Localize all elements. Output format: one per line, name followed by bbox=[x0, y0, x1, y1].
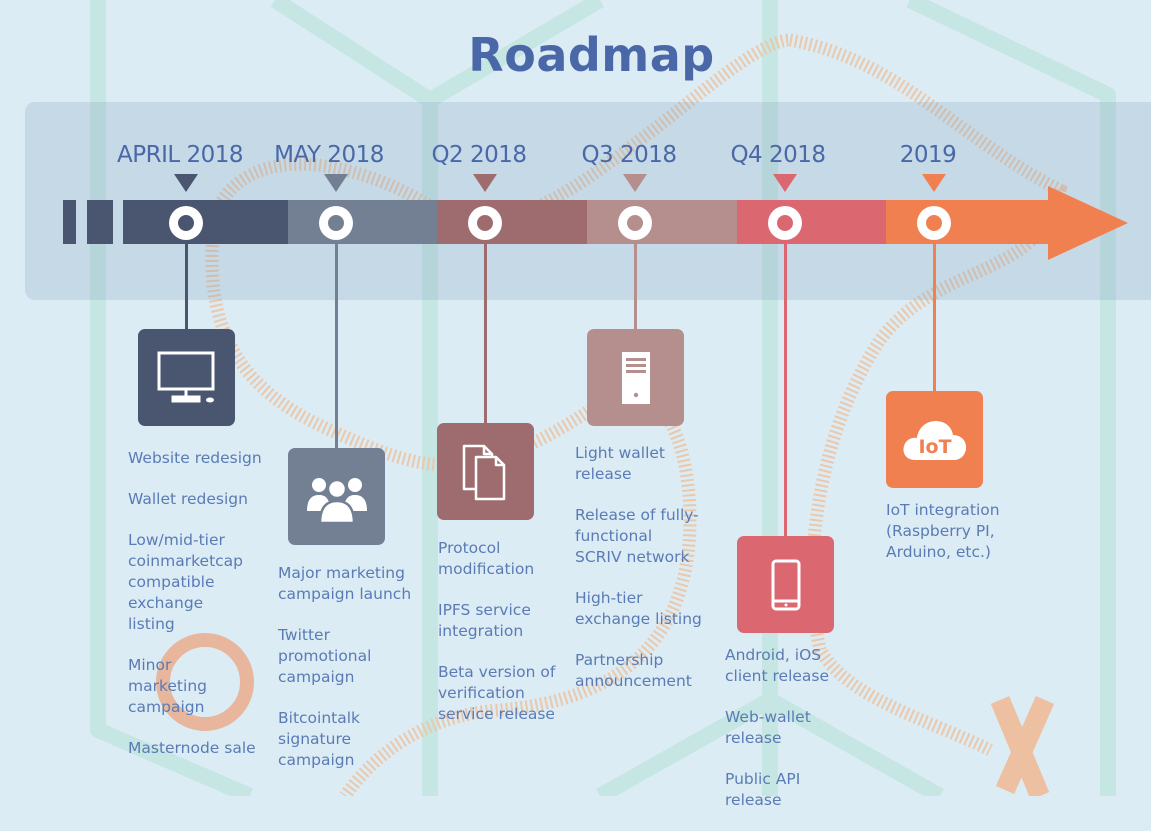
phase-pointer-triangle bbox=[623, 174, 647, 192]
background-decoration bbox=[90, 0, 1116, 796]
phase-pointer-triangle bbox=[773, 174, 797, 192]
tile-2019: IoT bbox=[886, 391, 983, 488]
list-item: Low/mid-tier coinmarketcap compatible ex… bbox=[128, 531, 244, 633]
timeline-segment-q2-2018 bbox=[437, 200, 588, 244]
phase-label-may-2018: MAY 2018 bbox=[274, 142, 384, 168]
list-item: High-tier exchange listing bbox=[575, 589, 702, 628]
phase-pointer-triangle bbox=[473, 174, 497, 192]
list-item: Light wallet release bbox=[575, 444, 666, 483]
phase-items-april-2018: Website redesign Wallet redesign Low/mid… bbox=[128, 448, 268, 779]
list-item: Website redesign bbox=[128, 449, 262, 467]
timeline-segment-may-2018 bbox=[288, 200, 438, 244]
timeline-node-dot bbox=[477, 215, 493, 231]
tile-may-2018 bbox=[288, 448, 385, 545]
list-item: Wallet redesign bbox=[128, 490, 248, 508]
list-item: Android, iOS client release bbox=[725, 646, 830, 685]
decorative-cross bbox=[990, 695, 1055, 796]
list-item: Web-wallet release bbox=[725, 708, 811, 747]
timeline-node bbox=[169, 206, 203, 240]
timeline-node-dot bbox=[178, 215, 194, 231]
timeline-node bbox=[917, 206, 951, 240]
documents-icon bbox=[462, 444, 505, 500]
timeline-node-dot bbox=[777, 215, 793, 231]
timeline-node-dot bbox=[926, 215, 942, 231]
iot-cloud-label: IoT bbox=[918, 436, 951, 458]
tile-q4-2018 bbox=[737, 536, 834, 633]
list-item: IPFS service integration bbox=[438, 601, 531, 640]
phase-pointer-triangle bbox=[922, 174, 946, 192]
tile-q3-2018 bbox=[587, 329, 684, 426]
phase-connector-line bbox=[634, 240, 637, 332]
tile-april-2018 bbox=[138, 329, 235, 426]
iot-cloud-icon: IoT bbox=[902, 420, 966, 460]
dashed-curve-1 bbox=[208, 33, 791, 225]
decorative-ring bbox=[156, 633, 254, 731]
group-people-icon bbox=[306, 477, 367, 524]
phase-label-q4-2018: Q4 2018 bbox=[730, 142, 826, 168]
hexagon-line-center bbox=[425, 0, 605, 107]
list-item: Bitcointalk signature campaign bbox=[278, 709, 361, 769]
phase-label-q2-2018: Q2 2018 bbox=[431, 142, 527, 168]
list-item: Public API release bbox=[725, 770, 801, 809]
desktop-monitor-icon bbox=[157, 351, 214, 402]
timeline-node bbox=[319, 206, 353, 240]
timeline-node bbox=[468, 206, 502, 240]
list-item: Beta version of verification service rel… bbox=[438, 663, 556, 723]
list-item: Minor marketing campaign bbox=[128, 656, 207, 716]
phase-items-2019: IoT integration (Raspberry PI, Arduino, … bbox=[886, 500, 1006, 583]
phase-label-q3-2018: Q3 2018 bbox=[581, 142, 677, 168]
hexagon-line-bottom bbox=[596, 692, 944, 796]
server-tower-icon bbox=[621, 351, 650, 404]
phase-pointer-triangle bbox=[174, 174, 198, 192]
phase-pointer-triangle bbox=[324, 174, 348, 192]
timeline-arrowhead bbox=[1048, 186, 1128, 260]
phase-label-april-2018: APRIL 2018 bbox=[116, 142, 244, 168]
phase-connector-line bbox=[933, 240, 936, 394]
phase-connector-line bbox=[484, 240, 487, 426]
list-item: IoT integration (Raspberry PI, Arduino, … bbox=[886, 501, 1000, 561]
phase-items-q4-2018: Android, iOS client release Web-wallet r… bbox=[725, 645, 840, 831]
phase-items-q3-2018: Light wallet release Release of fully-fu… bbox=[575, 443, 710, 712]
phase-connector-line bbox=[335, 240, 338, 450]
timeline-stub-2 bbox=[87, 200, 113, 244]
timeline-node bbox=[618, 206, 652, 240]
phase-connector-line bbox=[185, 240, 188, 330]
page-title: Roadmap bbox=[468, 28, 715, 82]
timeline-segment-2019 bbox=[886, 200, 1050, 244]
list-item: Protocol modification bbox=[438, 539, 535, 578]
timeline-node-dot bbox=[328, 215, 344, 231]
phase-items-may-2018: Major marketing campaign launch Twitter … bbox=[278, 563, 418, 791]
timeline-segment-q4-2018 bbox=[737, 200, 887, 244]
smartphone-icon bbox=[771, 559, 800, 610]
list-item: Masternode sale bbox=[128, 739, 256, 757]
list-item: Release of fully-functional SCRIV networ… bbox=[575, 506, 699, 566]
list-item: Twitter promotional campaign bbox=[278, 626, 372, 686]
list-item: Major marketing campaign launch bbox=[278, 564, 412, 603]
hexagon-line-far-right bbox=[906, 0, 1116, 796]
timeline-stub-1 bbox=[63, 200, 76, 244]
phase-items-q2-2018: Protocol modification IPFS service integ… bbox=[438, 538, 563, 745]
timeline-node bbox=[768, 206, 802, 240]
phase-label-2019: 2019 bbox=[899, 142, 957, 168]
timeline-node-dot bbox=[627, 215, 643, 231]
tile-q2-2018 bbox=[437, 423, 534, 520]
timeline-segment-april-2018 bbox=[123, 200, 289, 244]
list-item: Partnership announcement bbox=[575, 651, 692, 690]
timeline-segment-q3-2018 bbox=[587, 200, 738, 244]
phase-connector-line bbox=[784, 240, 787, 538]
